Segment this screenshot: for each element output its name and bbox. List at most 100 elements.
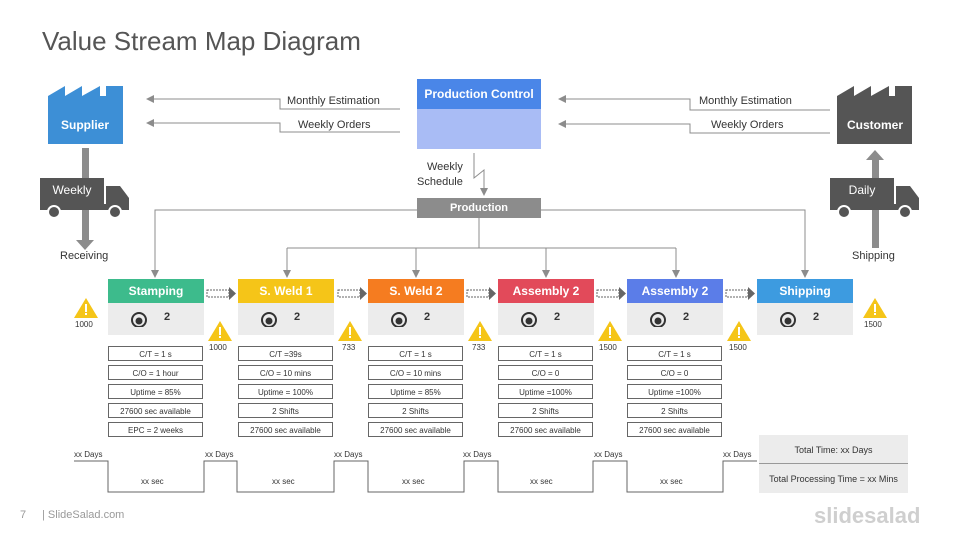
supplier-transport-label: Weekly [52,183,92,197]
inventory-count: 1000 [209,343,227,352]
data-cell: EPC = 2 weeks [108,422,203,437]
operator-count: 2 [683,311,690,323]
total-time: Total Time: xx Days [794,445,873,455]
process-shipping: Shipping 2 [757,279,853,335]
supplier-truck-icon [40,178,129,219]
timeline-days: xx Days [74,450,103,459]
inventory-count: 1500 [864,320,882,329]
inventory-warning-icon [598,321,622,341]
brand-logo: slidesalad [814,503,921,528]
data-cell: 27600 sec available [627,422,722,437]
operator-icon [521,312,537,327]
data-cell: 27600 sec available [368,422,463,437]
process-body: 2 [498,303,594,335]
inventory-warning-icon [74,298,98,318]
data-box-assembly2-b: C/T = 1 s C/O = 0 Uptime =100% 2 Shifts … [627,346,722,441]
process-title: Assembly 2 [498,279,594,303]
timeline-sec: xx sec [272,477,295,486]
data-cell: 2 Shifts [627,403,722,418]
process-title: Shipping [757,279,853,303]
production-bar: Production [417,198,541,218]
push-arrow-2 [337,287,367,300]
process-body: 2 [757,303,853,335]
inventory-count: 1500 [599,343,617,352]
left-flow-monthly: Monthly Estimation [287,95,380,107]
timeline-sec: xx sec [141,477,164,486]
operator-count: 2 [164,311,171,323]
info-flow-left-monthly [146,95,400,110]
process-sweld2: S. Weld 2 2 [368,279,464,335]
timeline-days: xx Days [463,450,492,459]
data-cell: C/T = 1 s [368,346,463,361]
operator-count: 2 [424,311,431,323]
data-cell: Uptime = 85% [108,384,203,399]
process-title: Assembly 2 [627,279,723,303]
data-cell: Uptime = 85% [368,384,463,399]
timeline-sec: xx sec [660,477,683,486]
shipping-label: Shipping [852,250,895,262]
receiving-label: Receiving [60,250,109,262]
timeline-days: xx Days [334,450,363,459]
process-body: 2 [108,303,204,335]
footer-site: | SlideSalad.com [42,509,125,521]
customer-factory-icon [837,86,912,144]
right-flow-weekly: Weekly Orders [711,119,784,131]
data-cell: 2 Shifts [368,403,463,418]
data-cell: C/O = 0 [498,365,593,380]
total-processing-time: Total Processing Time = xx Mins [769,474,898,484]
timeline-days: xx Days [205,450,234,459]
data-cell: 27600 sec available [108,403,203,418]
inventory-warning-icon [863,298,887,318]
push-arrow-4 [596,287,626,300]
data-cell: C/O = 0 [627,365,722,380]
right-flow-monthly: Monthly Estimation [699,95,792,107]
data-box-sweld2: C/T = 1 s C/O = 10 mins Uptime = 85% 2 S… [368,346,463,441]
customer-truck-icon [830,178,919,219]
left-flow-weekly: Weekly Orders [298,119,371,131]
timeline-days: xx Days [723,450,752,459]
production-control-title: Production Control [417,79,541,109]
data-cell: C/O = 10 mins [368,365,463,380]
push-arrow-3 [466,287,496,300]
timeline-days: xx Days [594,450,623,459]
inventory-count: 733 [342,343,356,352]
supplier-label: Supplier [60,118,109,132]
operator-icon [650,312,666,327]
data-box-stamping: C/T = 1 s C/O = 1 hour Uptime = 85% 2760… [108,346,203,441]
info-flow-left-weekly [146,119,400,133]
process-body: 2 [238,303,334,335]
customer-label: Customer [846,118,903,132]
data-cell: Uptime = 100% [238,384,333,399]
data-cell: 2 Shifts [238,403,333,418]
page-number: 7 [20,509,27,521]
data-cell: C/T = 1 s [627,346,722,361]
info-flow-right-weekly [558,120,830,134]
operator-icon [780,312,796,327]
operator-count: 2 [294,311,301,323]
timeline [74,460,757,493]
data-cell: C/T = 1 s [498,346,593,361]
supplier-factory-icon [48,86,123,144]
schedule-label-1: Weekly [427,161,463,173]
inventory-count: 1000 [75,320,93,329]
process-title: S. Weld 1 [238,279,334,303]
process-title: Stamping [108,279,204,303]
operator-count: 2 [813,311,820,323]
page-title: Value Stream Map Diagram [42,26,361,56]
inventory-warning-icon [338,321,362,341]
process-assembly2-a: Assembly 2 2 [498,279,594,335]
data-cell: C/O = 1 hour [108,365,203,380]
operator-count: 2 [554,311,561,323]
totals-box [759,435,908,493]
operator-icon [261,312,277,327]
data-box-sweld1: C/T =39s C/O = 10 mins Uptime = 100% 2 S… [238,346,333,441]
totals-divider [759,463,908,464]
inventory-count: 733 [472,343,486,352]
data-cell: C/O = 10 mins [238,365,333,380]
customer-transport-label: Daily [848,183,876,197]
data-cell: Uptime =100% [627,384,722,399]
push-arrow-1 [206,287,236,300]
inventory-warning-icon [208,321,232,341]
data-cell: Uptime =100% [498,384,593,399]
data-cell: 27600 sec available [238,422,333,437]
